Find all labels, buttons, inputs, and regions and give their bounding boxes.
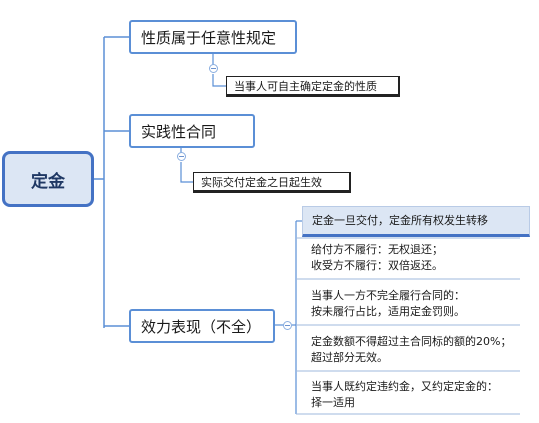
effect-item-line: 按未履行占比，适用定金罚则。 xyxy=(311,305,465,318)
effect-item-line: 定金一旦交付，定金所有权发生转移 xyxy=(312,213,488,227)
root-node[interactable]: 定金 xyxy=(2,151,94,207)
effect-item-line: 超过部分无效。 xyxy=(311,351,388,364)
leaf-node-nature-detail[interactable]: 当事人可自主确定定金的性质 xyxy=(226,76,400,97)
collapse-minus-icon[interactable] xyxy=(177,152,186,161)
collapse-minus-icon[interactable] xyxy=(283,321,292,330)
effect-item[interactable]: 当事人一方不完全履行合同的： 按未履行占比，适用定金罚则。 xyxy=(302,288,530,320)
branch-node-practice-contract[interactable]: 实践性合同 xyxy=(129,114,255,148)
collapse-minus-icon[interactable] xyxy=(209,64,218,73)
branch-label: 性质属于任意性规定 xyxy=(141,28,277,47)
effect-item[interactable]: 定金一旦交付，定金所有权发生转移 xyxy=(302,206,530,237)
branch-label: 效力表现（不全） xyxy=(141,317,262,336)
leaf-label: 实际交付定金之日起生效 xyxy=(201,175,322,189)
root-label: 定金 xyxy=(31,171,65,192)
effect-item-line: 择一适用 xyxy=(311,396,355,409)
effect-item[interactable]: 当事人既约定违约金，又约定定金的： 择一适用 xyxy=(302,379,530,411)
effect-item[interactable]: 给付方不履行：无权退还； 收受方不履行：双倍返还。 xyxy=(302,242,530,274)
branch-label: 实践性合同 xyxy=(141,122,217,141)
effect-item-line: 当事人一方不完全履行合同的： xyxy=(311,289,465,302)
effect-item-line: 当事人既约定违约金，又约定定金的： xyxy=(311,380,498,393)
effect-item-line: 给付方不履行：无权退还； xyxy=(311,243,443,256)
branch-node-effects[interactable]: 效力表现（不全） xyxy=(129,309,275,343)
leaf-label: 当事人可自主确定定金的性质 xyxy=(234,79,377,93)
effect-item-line: 收受方不履行：双倍返还。 xyxy=(311,259,443,272)
leaf-node-practice-detail[interactable]: 实际交付定金之日起生效 xyxy=(193,172,351,193)
effect-item[interactable]: 定金数额不得超过主合同标的额的20%； 超过部分无效。 xyxy=(302,334,530,366)
effect-item-line: 定金数额不得超过主合同标的额的20%； xyxy=(311,335,512,348)
branch-node-nature[interactable]: 性质属于任意性规定 xyxy=(129,20,297,54)
